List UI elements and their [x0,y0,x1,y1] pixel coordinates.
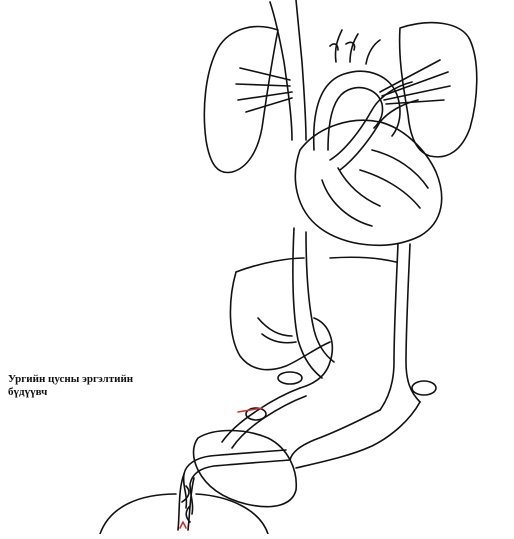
arch-vessels [330,30,380,64]
inferior-vena-cava [293,228,334,378]
aortic-arch [314,71,400,150]
caption-line-1: Ургийн цусны эргэлтийн [8,373,208,386]
diagram-caption: Ургийн цусны эргэлтийн бүдүүвч [8,373,208,399]
cord-end-marker [180,522,186,528]
liver [230,257,396,369]
heart-inner-left [322,168,380,226]
right-lung [400,23,477,157]
caption-line-2: бүдүүвч [8,386,208,399]
ductus-venosus [300,318,332,388]
umbilical-arteries [184,450,290,514]
gallbladder [258,318,296,343]
heart-inner-right [360,150,428,208]
right-lung-vessels [380,60,450,104]
iliac-arteries [290,402,420,468]
left-kidney [278,372,302,384]
superior-vena-cava [270,0,306,140]
left-lung-vessels [236,68,292,112]
right-kidney [412,381,436,395]
